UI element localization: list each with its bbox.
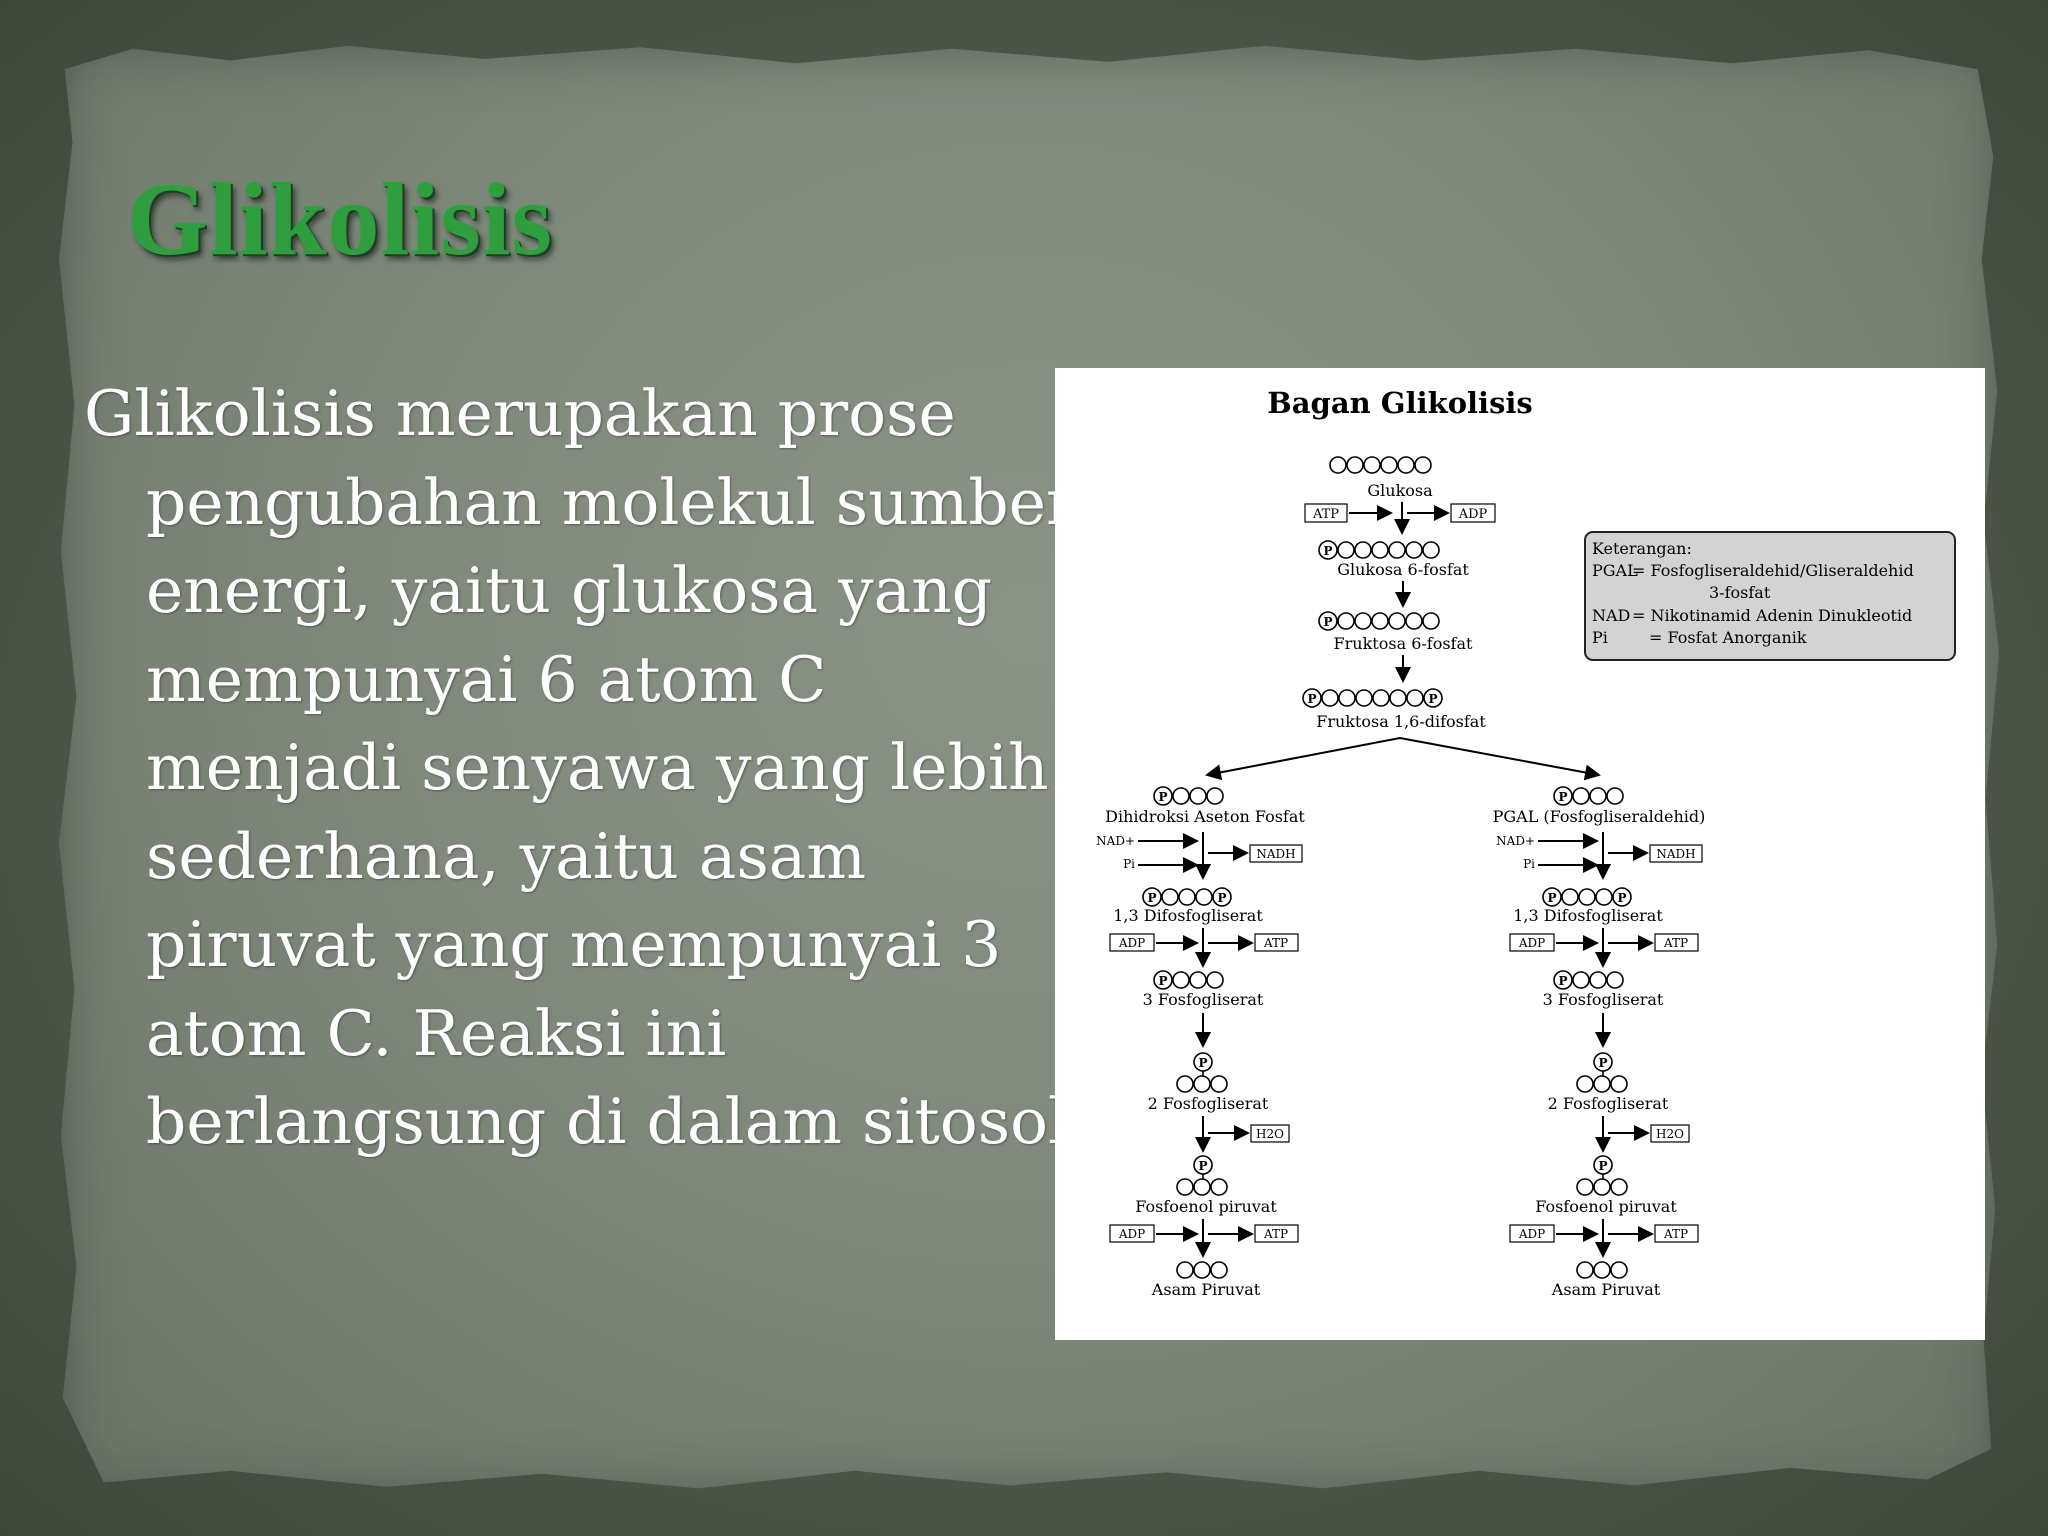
left-fosfo3-molecule-icon: P	[1153, 970, 1224, 990]
left-adp2-box: ADP	[1109, 1224, 1155, 1243]
left-adp-box: ADP	[1109, 933, 1155, 952]
right-adp2-box: ADP	[1509, 1224, 1555, 1243]
legend-box: Keterangan: PGAL = Fosfogliseraldehid/Gl…	[1584, 531, 1956, 661]
left-atp2-box: ATP	[1254, 1224, 1299, 1243]
right-start-molecule-icon: P	[1553, 786, 1624, 806]
glucose-label: Glukosa	[1367, 481, 1433, 500]
svg-text:ATP: ATP	[1663, 1227, 1688, 1241]
svg-text:= Nikotinamid Adenin Dinukleot: = Nikotinamid Adenin Dinukleotid	[1632, 606, 1912, 625]
fructose6p-label: Fruktosa 6-fosfat	[1334, 634, 1473, 653]
right-fosfo2-molecule-icon: P	[1576, 1052, 1628, 1093]
right-pep-molecule-icon: P	[1576, 1155, 1628, 1196]
svg-text:PGAL: PGAL	[1592, 561, 1638, 580]
glucose6p-molecule-icon: P	[1318, 540, 1440, 560]
left-start-molecule-icon: P	[1153, 786, 1224, 806]
svg-text:NAD+: NAD+	[1496, 834, 1535, 848]
svg-text:ATP: ATP	[1263, 936, 1288, 950]
diagram-title: Bagan Glikolisis	[1267, 386, 1533, 420]
svg-text:P: P	[1307, 692, 1316, 706]
left-branch: P Dihidroksi Aseton Fosfat NAD+ Pi NADH …	[1096, 786, 1305, 1299]
right-h2o-box: H2O	[1650, 1124, 1690, 1143]
svg-text:2 Fosfogliserat: 2 Fosfogliserat	[1148, 1094, 1269, 1113]
right-pyruvate-molecule-icon	[1576, 1261, 1628, 1279]
svg-text:P: P	[1547, 891, 1556, 905]
svg-text:3-fosfat: 3-fosfat	[1709, 583, 1771, 602]
left-pyruvate-label: Asam Piruvat	[1151, 1280, 1261, 1299]
slide-body-text: Glikolisis merupakan prose pengubahan mo…	[84, 377, 1089, 1158]
glucose6p-label: Glukosa 6-fosfat	[1337, 560, 1469, 579]
svg-text:ADP: ADP	[1518, 1227, 1545, 1241]
svg-text:ADP: ADP	[1118, 1227, 1145, 1241]
svg-text:P: P	[1558, 790, 1567, 804]
svg-text:ADP: ADP	[1518, 936, 1545, 950]
svg-text:2 Fosfogliserat: 2 Fosfogliserat	[1548, 1094, 1669, 1113]
svg-text:Fosfoenol piruvat: Fosfoenol piruvat	[1135, 1197, 1277, 1216]
adp-box: ADP	[1450, 503, 1496, 523]
svg-text:P: P	[1158, 790, 1167, 804]
right-atp2-box: ATP	[1654, 1224, 1699, 1243]
right-pyruvate-label: Asam Piruvat	[1551, 1280, 1661, 1299]
svg-text:3 Fosfogliserat: 3 Fosfogliserat	[1143, 990, 1264, 1009]
svg-text:ATP: ATP	[1663, 936, 1688, 950]
svg-text:ADP: ADP	[1458, 507, 1488, 522]
svg-text:P: P	[1158, 974, 1167, 988]
svg-text:NAD: NAD	[1592, 606, 1630, 625]
svg-text:P: P	[1217, 891, 1226, 905]
svg-text:P: P	[1428, 692, 1437, 706]
slide-title: Glikolisis	[127, 162, 554, 277]
svg-text:P: P	[1198, 1159, 1207, 1173]
svg-text:ATP: ATP	[1312, 507, 1339, 522]
left-difosfo-molecule-icon: P P	[1142, 887, 1232, 907]
svg-text:ADP: ADP	[1118, 936, 1145, 950]
atp-box: ATP	[1304, 503, 1348, 523]
glycolysis-diagram: Bagan Glikolisis Glukosa ATP ADP P Gluko…	[1055, 368, 1985, 1340]
fructose16-label: Fruktosa 1,6-difosfat	[1316, 712, 1486, 731]
svg-text:P: P	[1598, 1159, 1607, 1173]
svg-text:= Fosfat Anorganik: = Fosfat Anorganik	[1649, 628, 1807, 647]
right-fosfo3-molecule-icon: P	[1553, 970, 1624, 990]
right-difosfo-molecule-icon: P P	[1542, 887, 1632, 907]
left-start-label: Dihidroksi Aseton Fosfat	[1105, 807, 1305, 826]
svg-text:P: P	[1598, 1056, 1607, 1070]
left-pep-molecule-icon: P	[1176, 1155, 1228, 1196]
split-arrows	[1205, 737, 1601, 781]
right-nadh-box: NADH	[1649, 844, 1703, 863]
left-fosfo2-molecule-icon: P	[1176, 1052, 1228, 1093]
right-adp-box: ADP	[1509, 933, 1555, 952]
left-pyruvate-molecule-icon	[1176, 1261, 1228, 1279]
svg-text:Pi: Pi	[1592, 628, 1608, 647]
svg-text:NAD+: NAD+	[1096, 834, 1135, 848]
svg-text:1,3 Difosfogliserat: 1,3 Difosfogliserat	[1113, 906, 1263, 925]
svg-text:3 Fosfogliserat: 3 Fosfogliserat	[1543, 990, 1664, 1009]
svg-text:NADH: NADH	[1656, 847, 1695, 861]
right-start-label: PGAL (Fosfogliseraldehid)	[1493, 807, 1706, 826]
svg-text:Pi: Pi	[1523, 857, 1535, 871]
right-branch: P PGAL (Fosfogliseraldehid) NAD+ Pi NADH…	[1493, 786, 1706, 1299]
left-nadh-box: NADH	[1249, 844, 1303, 863]
svg-text:P: P	[1323, 615, 1332, 629]
svg-text:1,3 Difosfogliserat: 1,3 Difosfogliserat	[1513, 906, 1663, 925]
svg-text:Fosfoenol piruvat: Fosfoenol piruvat	[1535, 1197, 1677, 1216]
svg-text:P: P	[1617, 891, 1626, 905]
svg-text:Pi: Pi	[1123, 857, 1135, 871]
left-atp-box: ATP	[1254, 933, 1299, 952]
svg-text:P: P	[1558, 974, 1567, 988]
svg-text:P: P	[1198, 1056, 1207, 1070]
fructose6p-molecule-icon: P	[1318, 611, 1440, 631]
svg-text:NADH: NADH	[1256, 847, 1295, 861]
svg-text:P: P	[1323, 544, 1332, 558]
svg-text:H2O: H2O	[1656, 1127, 1684, 1141]
svg-text:P: P	[1147, 891, 1156, 905]
svg-text:H2O: H2O	[1256, 1127, 1284, 1141]
svg-text:= Fosfogliseraldehid/Gliserald: = Fosfogliseraldehid/Gliseraldehid	[1632, 561, 1914, 580]
right-atp-box: ATP	[1654, 933, 1699, 952]
reaction-arrows	[1349, 502, 1450, 535]
glucose-molecule-icon	[1329, 456, 1432, 474]
svg-text:ATP: ATP	[1263, 1227, 1288, 1241]
svg-text:Keterangan:: Keterangan:	[1592, 539, 1692, 558]
fructose16-molecule-icon: P P	[1302, 688, 1443, 708]
left-h2o-box: H2O	[1250, 1124, 1290, 1143]
